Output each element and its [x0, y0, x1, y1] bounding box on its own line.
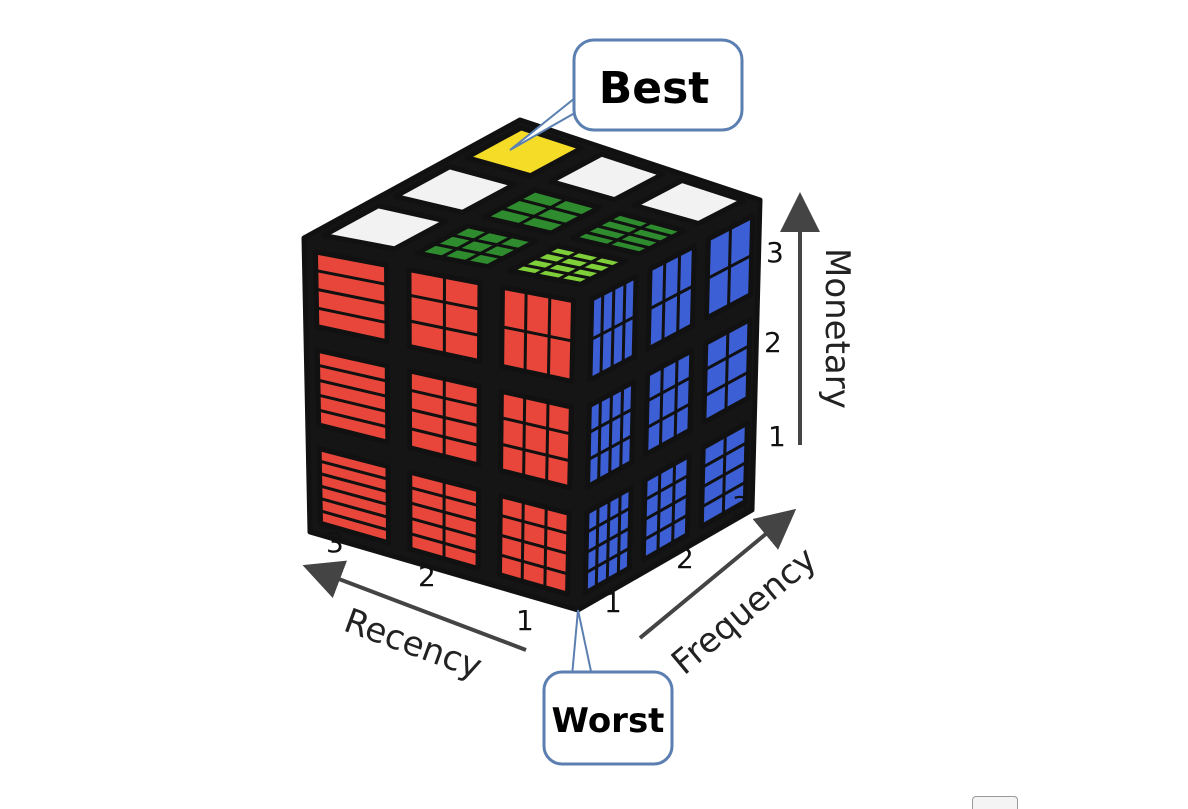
recency-tick-3: 3	[326, 526, 344, 559]
recency-tick-1: 1	[516, 604, 534, 637]
frequency-tick-2: 2	[676, 542, 694, 575]
recency-tick-2: 2	[418, 560, 436, 593]
recency-label: Recency	[339, 601, 487, 687]
front-cell-stripe	[545, 507, 546, 587]
front-cell-stripe	[548, 296, 549, 376]
monetary-tick-3: 3	[766, 236, 784, 269]
front-cell-stripe	[525, 292, 526, 372]
frequency-tick-1: 1	[604, 586, 622, 619]
front-cell	[501, 391, 572, 487]
worst-callout: Worst	[544, 610, 672, 764]
worst-callout-text: Worst	[552, 701, 665, 741]
monetary-tick-1: 1	[768, 420, 786, 453]
monetary-axis: 1 2 3 Monetary	[764, 200, 857, 453]
rfm-cube	[304, 120, 760, 610]
best-callout-text: Best	[599, 63, 710, 114]
right-cell-stripe	[621, 388, 623, 468]
front-cell-stripe	[522, 501, 523, 581]
frequency-tick-3: 3	[732, 490, 750, 523]
image-options-icon[interactable]	[972, 796, 1018, 809]
right-cell-stripe	[675, 359, 677, 439]
right-cell-stripe	[726, 331, 728, 410]
right-cell-stripe	[599, 400, 601, 481]
right-cell-stripe	[610, 394, 612, 475]
front-cell-stripe	[547, 402, 548, 482]
right-cell-stripe	[660, 367, 662, 447]
front-cell-stripe	[524, 397, 525, 477]
monetary-tick-2: 2	[764, 326, 782, 359]
monetary-label: Monetary	[817, 248, 857, 409]
